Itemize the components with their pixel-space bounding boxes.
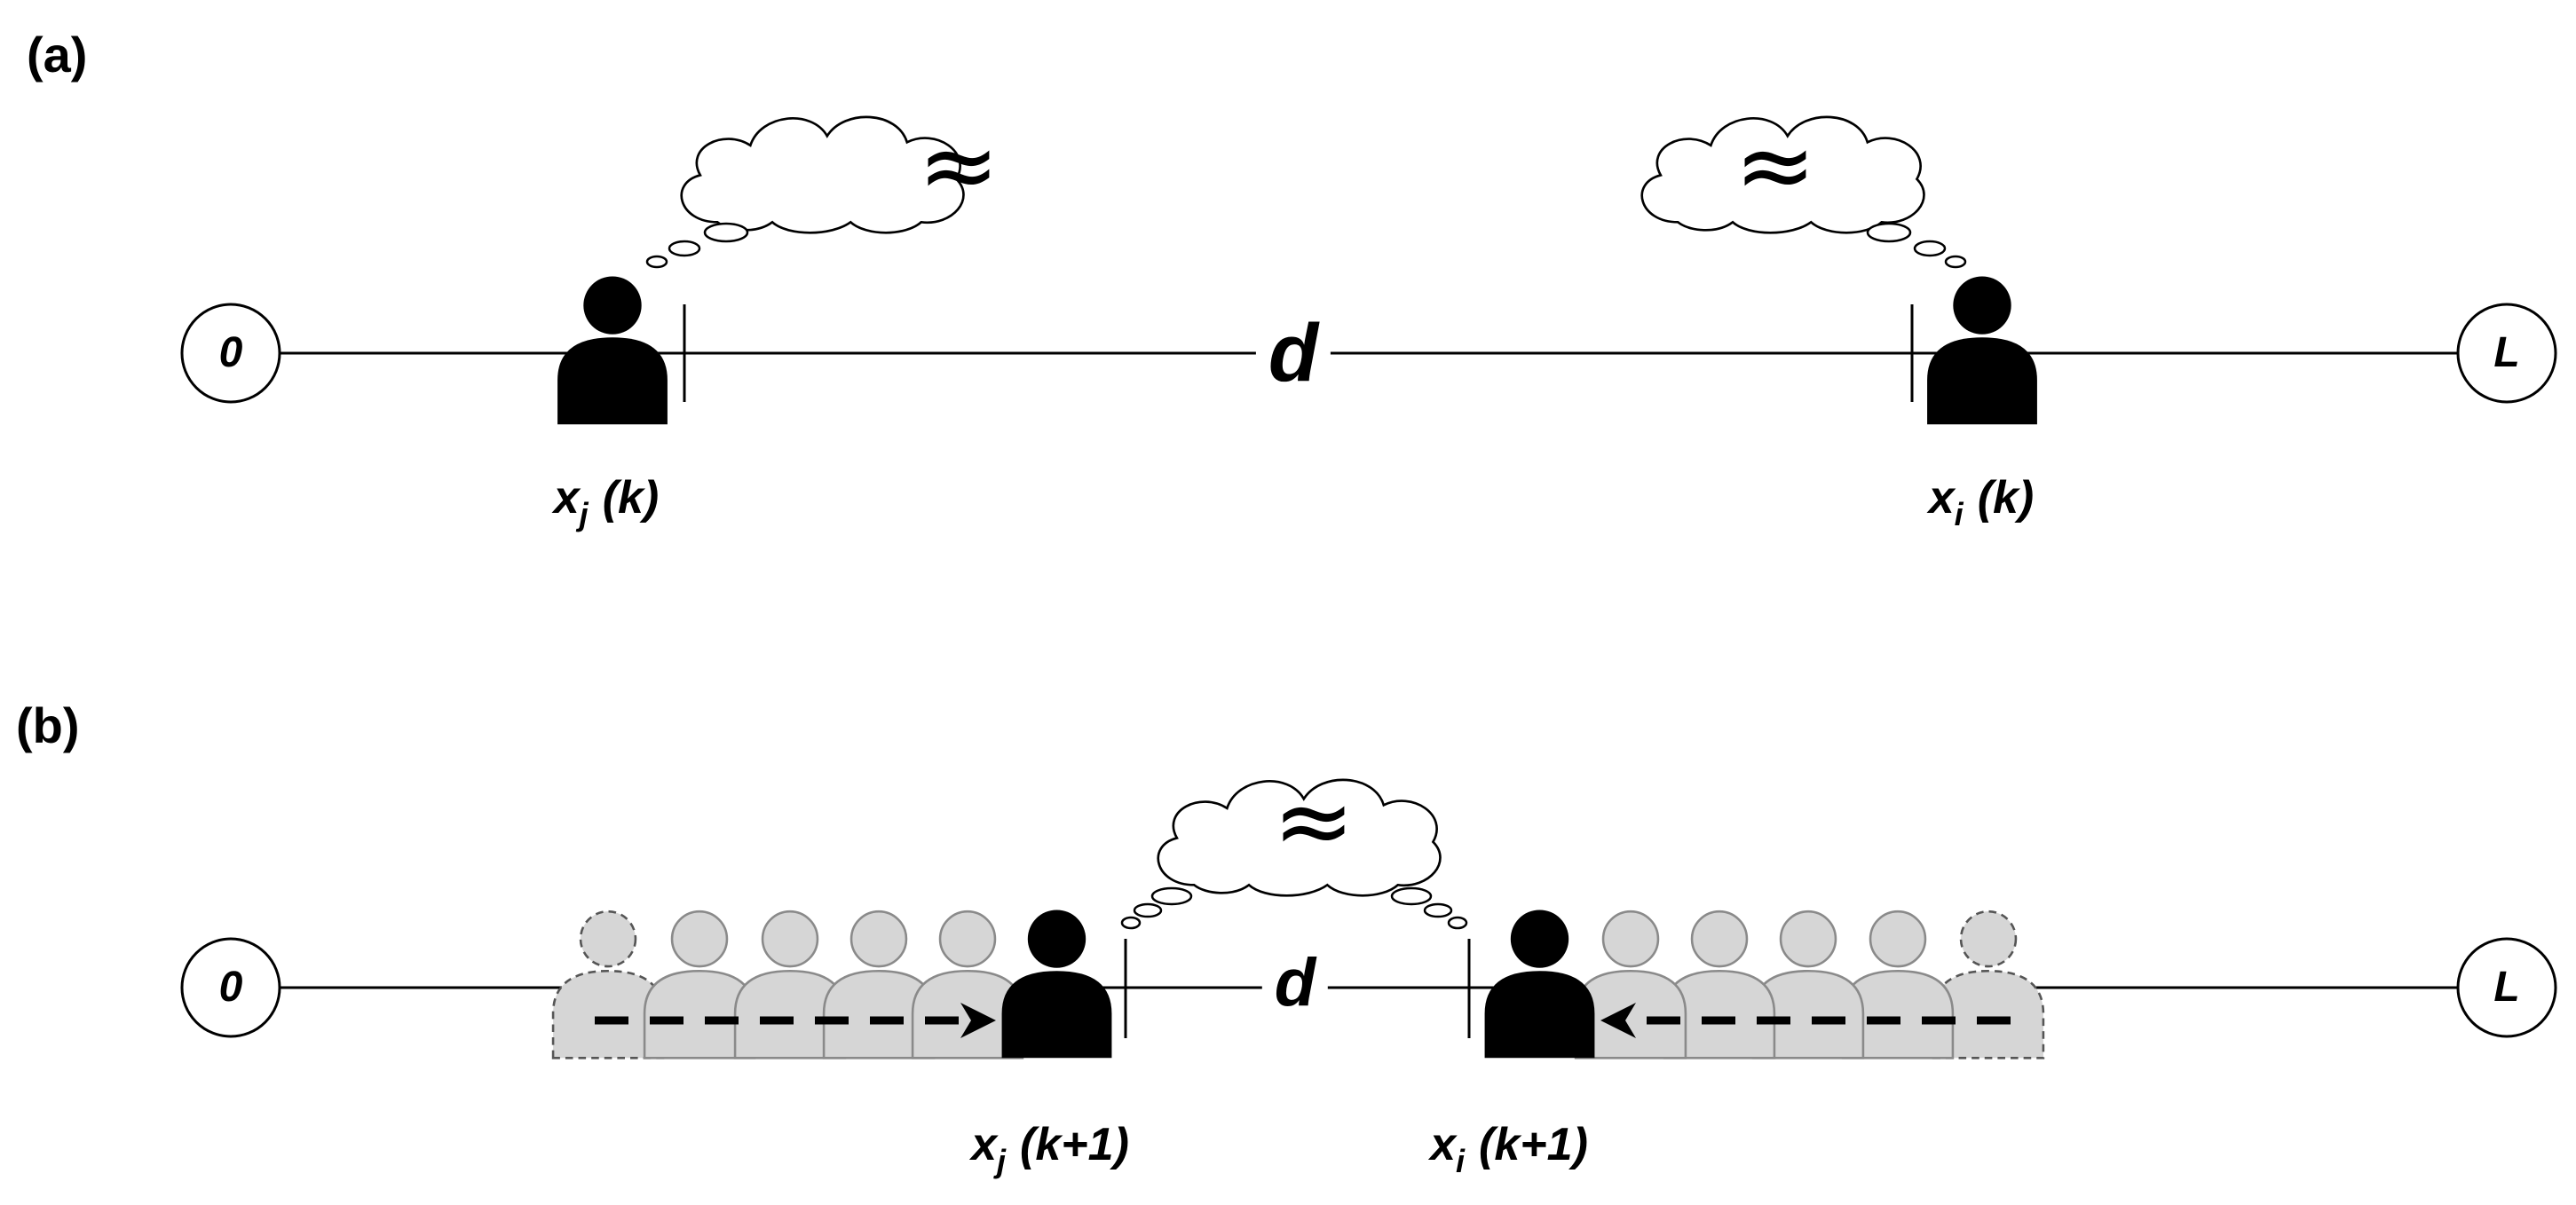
origin-node [180,303,281,404]
end-node [2456,303,2557,404]
agent-j-position-label: xj(k) [553,472,660,532]
thought-cloud-icon [1640,115,1967,269]
distance-label: d [1255,312,1331,394]
agent-i-position-label: xi(k+1) [1430,1119,1588,1179]
panel-a [180,115,2557,425]
approx-symbol: ≈ [917,108,1000,222]
person-icon [1001,910,1112,1059]
end-label: L [2493,329,2520,376]
origin-label: 0 [218,964,243,1011]
end-node [2456,937,2557,1038]
thought-cloud-icon [1120,778,1468,930]
approx-symbol: ≈ [1734,108,1817,222]
origin-label: 0 [218,329,243,376]
person-icon [1927,276,2037,425]
panel-label-b: (b) [16,697,80,753]
panel-b [180,778,2557,1059]
motion-arrow [1600,1003,2011,1038]
agent-i-position-label: xi(k) [1928,472,2035,532]
end-label: L [2493,964,2520,1011]
person-icon [557,276,668,425]
approx-symbol: ≈ [1272,764,1355,878]
panel-label-a: (a) [27,27,88,83]
agent-j-position-label: xj(k+1) [971,1119,1129,1179]
origin-node [180,937,281,1038]
distance-label: d [1261,949,1329,1017]
thought-cloud-icon [645,115,965,269]
motion-arrow [595,1003,996,1038]
person-icon [1484,910,1595,1059]
